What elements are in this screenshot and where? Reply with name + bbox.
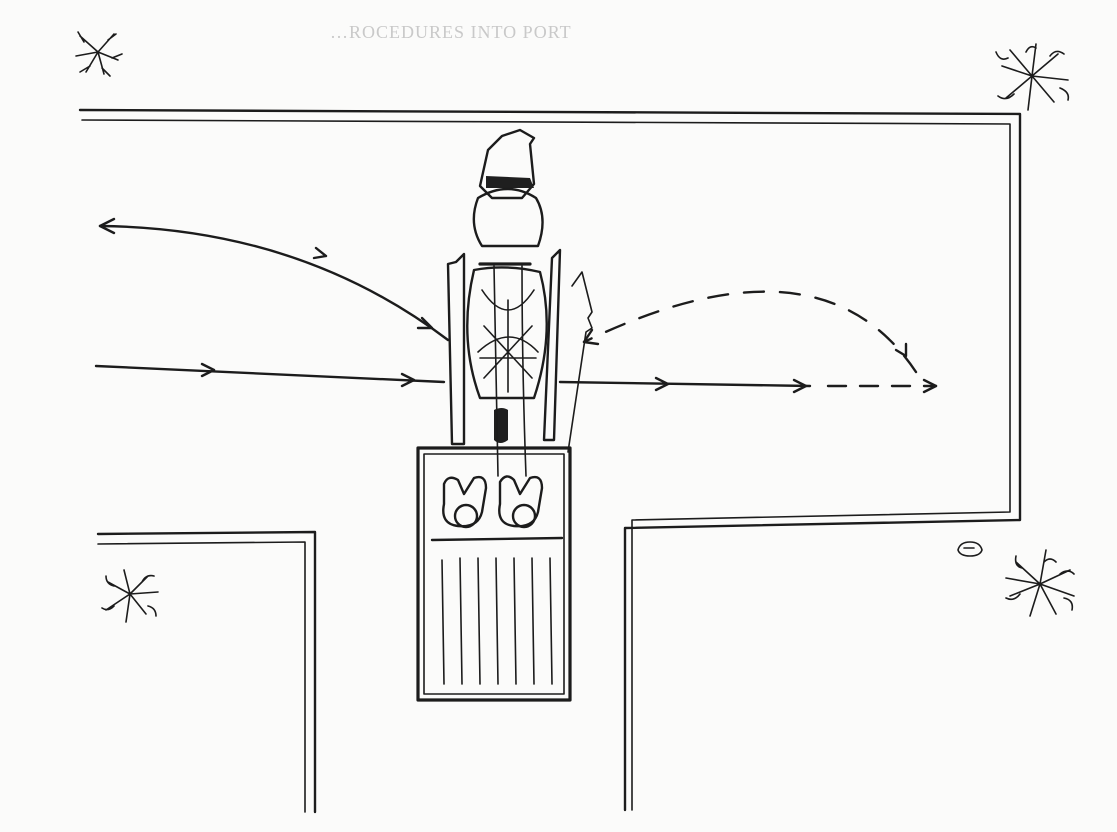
arena-fence <box>80 110 1020 810</box>
carriage <box>418 448 570 700</box>
lower-left-fence <box>98 532 315 812</box>
shrub-icon-top-left <box>76 32 122 76</box>
arrow-straight-right <box>96 364 810 392</box>
arrow-dashed-curve <box>584 292 936 392</box>
rock-icon <box>958 542 982 556</box>
passenger-figure <box>499 476 542 527</box>
horse <box>467 130 546 443</box>
reins <box>494 266 526 476</box>
arrow-left-return <box>100 219 448 340</box>
shrub-icon-bottom-left <box>102 570 158 622</box>
driver-figure <box>443 477 486 527</box>
shrub-icon-bottom-right <box>1006 550 1074 616</box>
shrub-icon-top-right <box>996 44 1068 110</box>
